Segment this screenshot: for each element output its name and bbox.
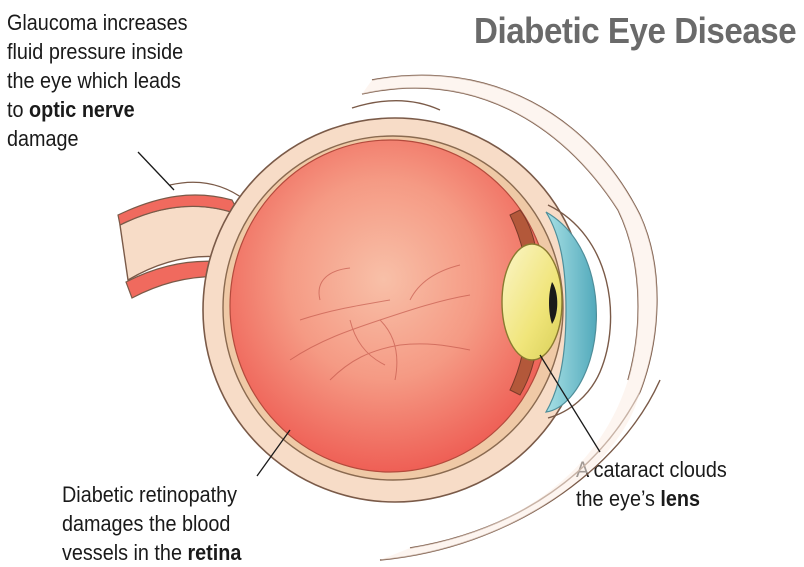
glaucoma-leader-line [138, 152, 174, 190]
